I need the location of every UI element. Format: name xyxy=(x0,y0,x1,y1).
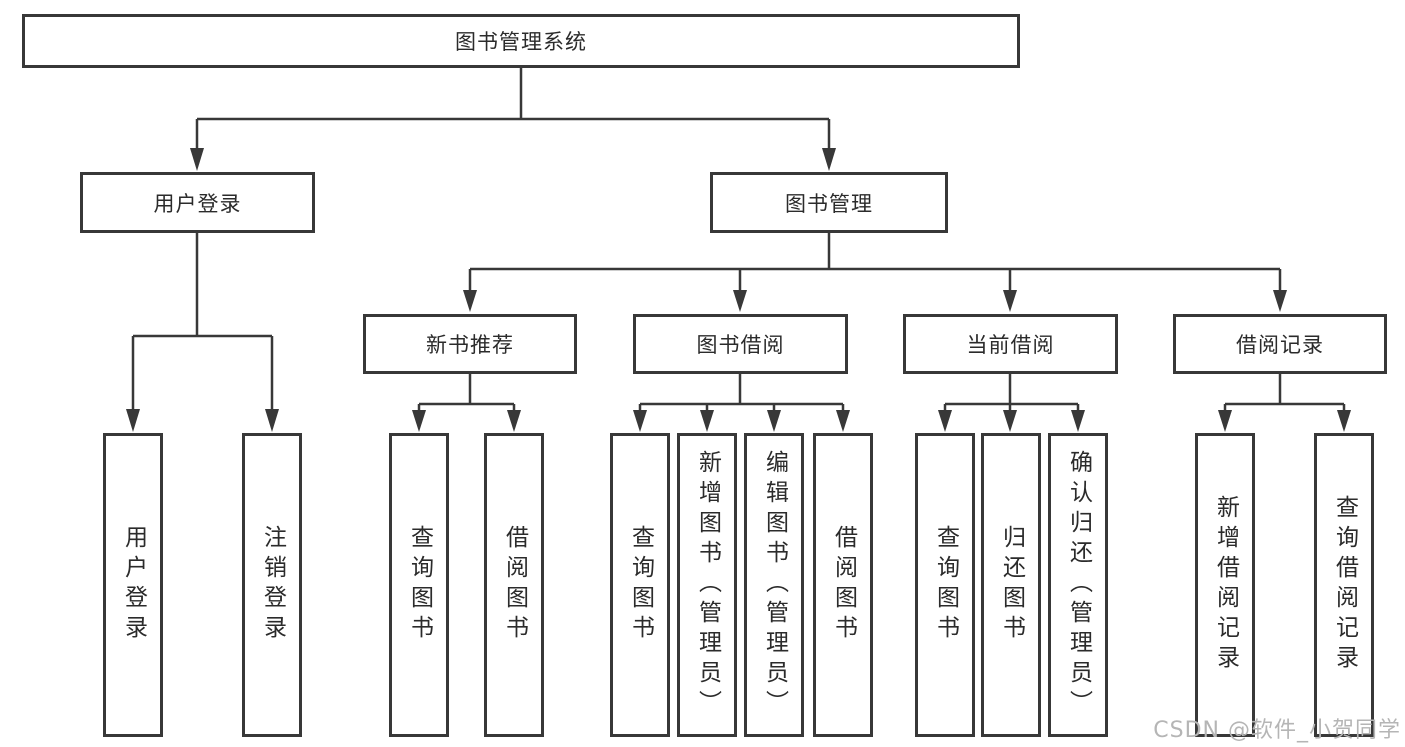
leaf-borrow-books-recommend: 借阅图书 xyxy=(484,433,544,737)
leaf-query-books-recommend: 查询图书 xyxy=(389,433,449,737)
leaf-edit-book-admin: 编辑图书（管理员） xyxy=(744,433,804,737)
node-user-login: 用户登录 xyxy=(80,172,315,233)
node-book-management: 图书管理 xyxy=(710,172,948,233)
node-current-borrowing: 当前借阅 xyxy=(903,314,1118,374)
leaf-logout: 注销登录 xyxy=(242,433,302,737)
leaf-borrow-books-borrowing: 借阅图书 xyxy=(813,433,873,737)
node-new-book-recommend: 新书推荐 xyxy=(363,314,577,374)
leaf-return-books: 归还图书 xyxy=(981,433,1041,737)
node-library-system: 图书管理系统 xyxy=(22,14,1020,68)
leaf-query-borrow-record: 查询借阅记录 xyxy=(1314,433,1374,737)
leaf-query-books-current: 查询图书 xyxy=(915,433,975,737)
leaf-user-login: 用户登录 xyxy=(103,433,163,737)
leaf-add-book-admin: 新增图书（管理员） xyxy=(677,433,737,737)
leaf-query-books-borrowing: 查询图书 xyxy=(610,433,670,737)
leaf-confirm-return-admin: 确认归还（管理员） xyxy=(1048,433,1108,737)
node-book-borrowing: 图书借阅 xyxy=(633,314,848,374)
node-borrowing-records: 借阅记录 xyxy=(1173,314,1387,374)
watermark: CSDN @软件_小贺同学 xyxy=(1153,718,1401,743)
leaf-add-borrow-record: 新增借阅记录 xyxy=(1195,433,1255,737)
